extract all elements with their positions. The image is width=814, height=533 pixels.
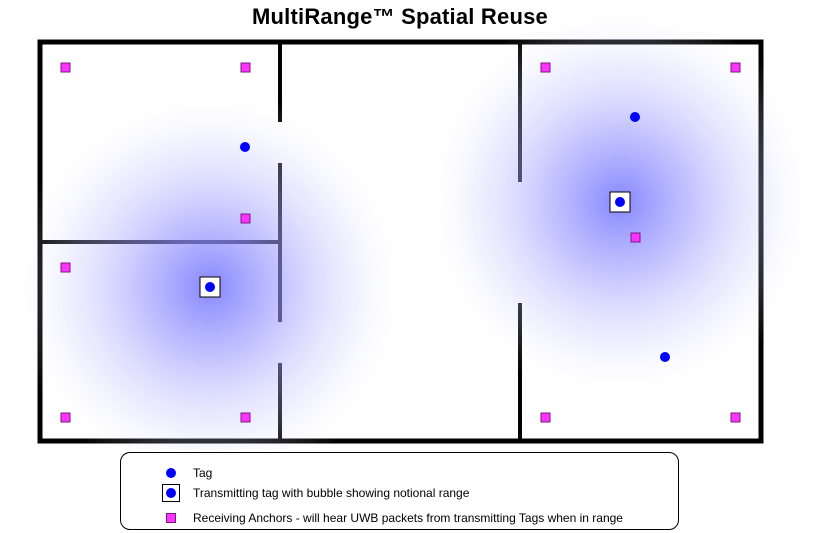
anchor [240,213,251,224]
anchor [540,412,551,423]
anchor [730,412,741,423]
anchor-icon [159,508,183,528]
transmitting-tag-icon [159,483,183,503]
legend-label: Receiving Anchors - will hear UWB packet… [193,511,623,525]
legend-item-transmitting-tag: Transmitting tag with bubble showing not… [121,483,469,503]
anchor [240,412,251,423]
tag-icon [159,463,183,483]
anchor [730,62,741,73]
anchor [630,232,641,243]
transmitting-tag-right [609,191,631,213]
legend-label: Transmitting tag with bubble showing not… [193,486,470,500]
legend-item-tag: Tag [121,463,212,483]
diagram-title: MultiRange™ Spatial Reuse [252,4,548,29]
anchor [60,262,71,273]
legend-item-anchor: Receiving Anchors - will hear UWB packet… [121,508,623,528]
anchor [240,62,251,73]
anchors [60,62,741,423]
floor-plan [10,2,814,450]
tag [240,142,250,152]
legend: Tag Transmitting tag with bubble showing… [120,452,679,530]
tags [240,112,670,362]
anchor [60,412,71,423]
transmitting-tag-left [199,276,221,298]
tag [660,352,670,362]
legend-label: Tag [193,466,213,480]
anchor [60,62,71,73]
tag [630,112,640,122]
range-bubble-left [10,87,410,450]
anchor [540,62,551,73]
